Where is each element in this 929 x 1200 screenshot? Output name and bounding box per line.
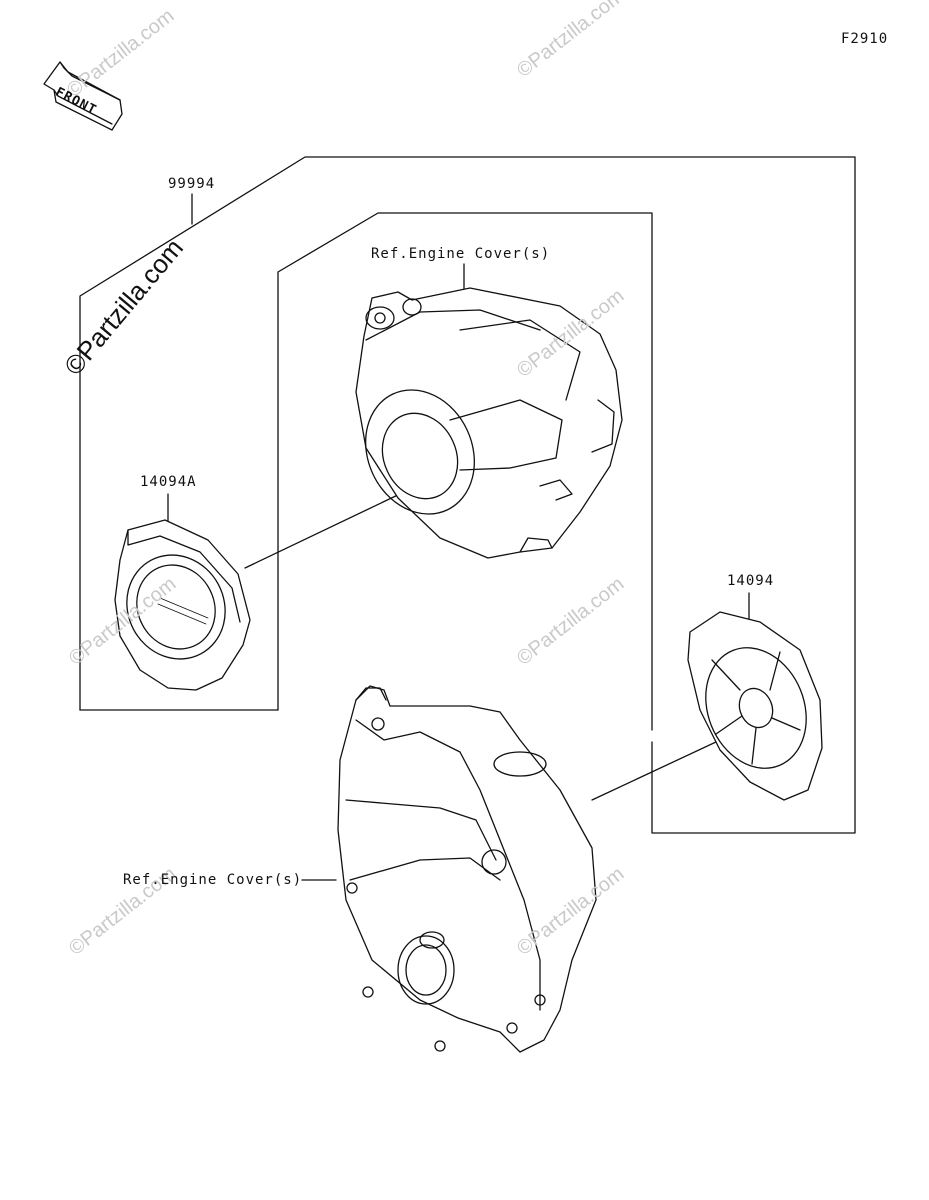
inner-bracket <box>277 212 653 731</box>
callout-99994: 99994 <box>168 176 216 192</box>
protector-14094 <box>687 611 823 801</box>
callout-14094a: 14094A <box>140 474 197 490</box>
callout-ref-engine-cover-upper: Ref.Engine Cover(s) <box>371 246 551 262</box>
kit-bracket <box>79 156 856 834</box>
diagram-code: F2910 <box>841 31 889 47</box>
callout-ref-engine-cover-lower: Ref.Engine Cover(s) <box>123 872 303 888</box>
front-arrow-icon <box>43 61 123 131</box>
protector-14094a <box>114 519 251 691</box>
callout-14094: 14094 <box>727 573 775 589</box>
engine-cover-lower <box>337 685 597 1053</box>
engine-cover-upper <box>355 287 623 559</box>
